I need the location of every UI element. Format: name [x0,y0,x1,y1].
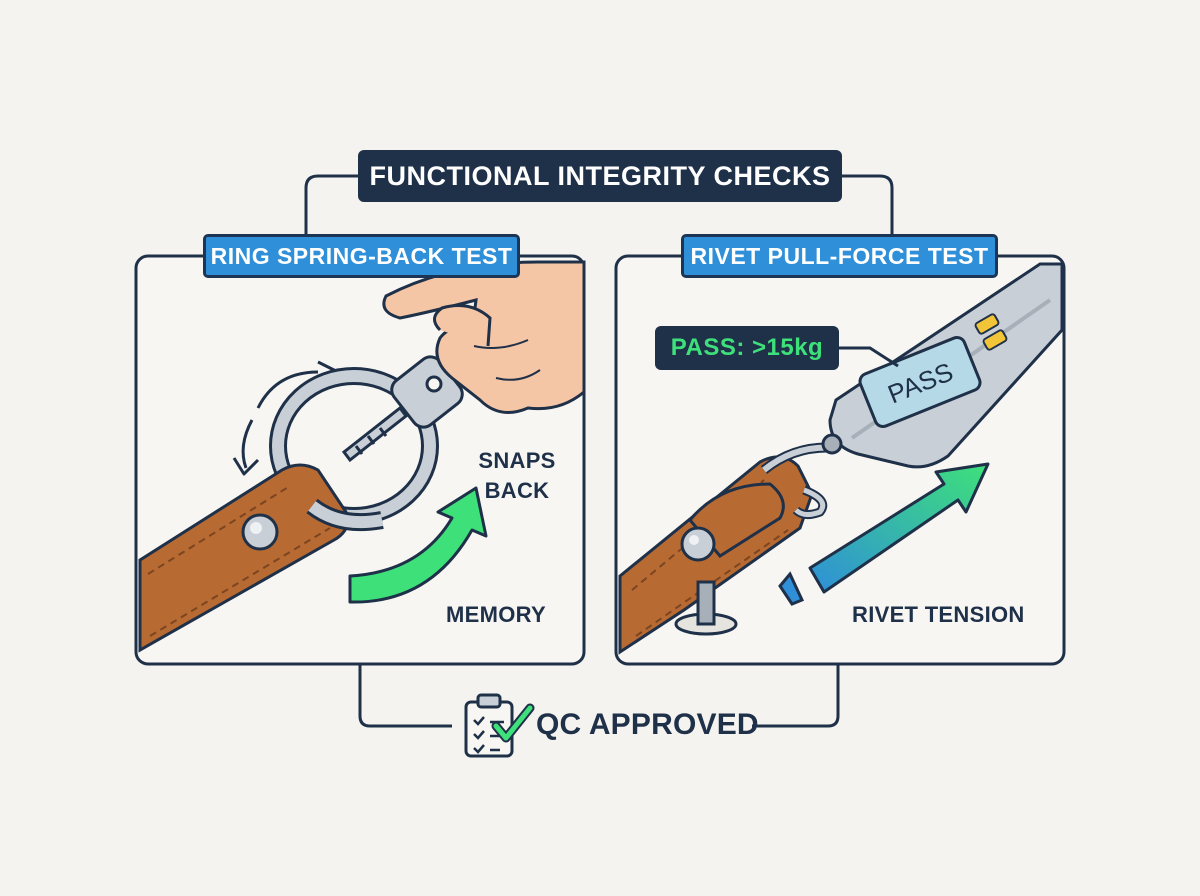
back-line: BACK [484,478,550,503]
pull-force-illustration: PASS [618,262,1064,655]
ring-test-tag: RING SPRING-BACK TEST [203,234,520,278]
main-title: FUNCTIONAL INTEGRITY CHECKS [358,150,842,202]
memory-caption: MEMORY [446,602,546,627]
rivet-tension-caption: RIVET TENSION [852,602,1025,627]
clipboard-check-icon [464,693,535,758]
connector-lines [304,174,894,728]
spring-back-illustration [138,260,586,653]
snaps-line: SNAPS [478,448,556,473]
qc-approved-label: QC APPROVED [536,708,759,741]
pass-result-badge: PASS: >15kg [655,326,839,370]
rivet-test-tag: RIVET PULL-FORCE TEST [681,234,998,278]
snaps-back-label: SNAPS BACK [462,446,572,506]
